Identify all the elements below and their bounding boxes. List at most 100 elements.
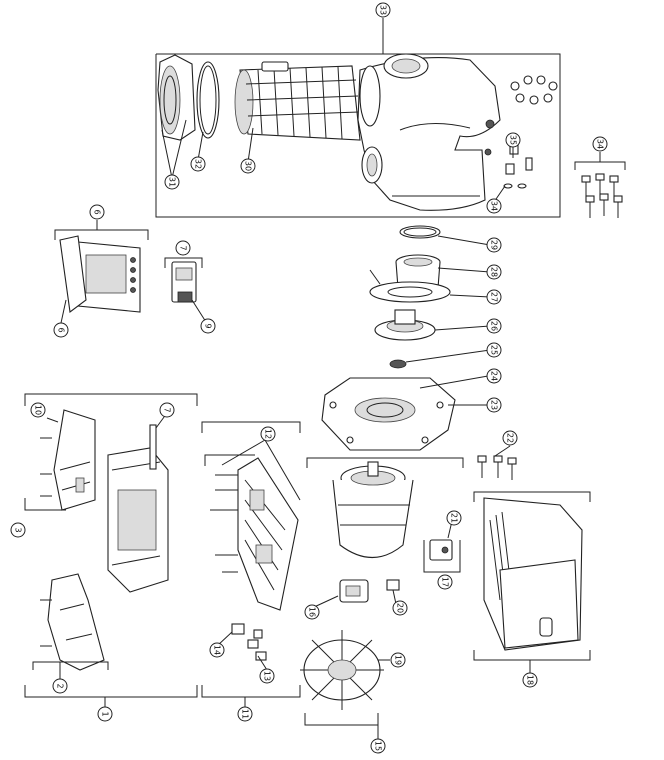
callout-25: 25 [486,342,502,358]
ribbon-cable-part [149,424,157,470]
callout-label: 7 [163,407,172,412]
callout-29: 29 [486,237,502,253]
callout-label: 1 [101,711,110,716]
callout-3: 3 [10,522,26,538]
callout-label: 22 [506,433,515,443]
callout-24: 24 [486,368,502,384]
callout-34-b: 34 [592,136,608,152]
fan-19-part [300,630,384,710]
callout-label: 32 [194,159,203,169]
drain-plugs-36-part [503,139,533,189]
callout-14: 14 [209,642,225,658]
callout-12: 12 [260,426,276,442]
callout-label: 3 [14,527,23,532]
callout-21: 21 [446,510,462,526]
callout-label: 20 [396,603,405,613]
callout-13: 13 [259,668,275,684]
callout-label: 29 [490,240,499,250]
callout-label: 14 [213,645,222,655]
drive-cover-plate-part [53,409,96,511]
callout-label: 24 [490,371,499,381]
callout-23: 23 [486,397,502,413]
callout-label: 17 [441,577,450,587]
callout-10: 10 [30,402,46,418]
callout-27: 27 [486,289,502,305]
callout-label: 12 [264,429,273,439]
connector-part [171,261,197,303]
callout-19: 19 [390,652,406,668]
callout-label: 10 [34,405,43,415]
callout-9: 9 [200,318,216,334]
strainer-basket-30-part [234,61,361,141]
group-33-bracket [155,18,561,218]
callout-33: 33 [375,2,391,18]
nuts-cluster-part [510,75,558,105]
seal-plate-23-part [321,377,456,451]
control-panel-part [59,235,141,313]
lower-cover-part [47,573,105,671]
group-6-bracket [164,257,203,268]
drive-housing-part [107,447,169,593]
callout-16: 16 [304,604,320,620]
plate-27-part [369,269,451,303]
callout-label: 21 [450,513,459,523]
callout-30: 30 [240,158,256,174]
group-17-bracket [423,540,461,573]
group-4-bracket [54,220,149,240]
callout-11: 11 [237,706,253,722]
bolts-22-part [477,455,517,480]
callout-label: 26 [490,321,499,331]
small-parts-13-14-part [231,623,267,661]
callout-label: 30 [244,161,253,171]
callout-label: 23 [490,400,499,410]
callout-label: 9 [204,323,213,328]
motor-cover-part [483,497,583,651]
callout-label: 13 [263,671,272,681]
o-ring-29-part [399,225,441,239]
screws-group-1-part [40,437,52,647]
callout-17: 17 [437,574,453,590]
callout-label: 7 [179,245,188,250]
callout-label: 2 [56,683,65,688]
module-17-part [429,539,453,561]
board-screws-part [210,474,238,573]
group-1-bracket [24,393,198,708]
capacitor-16-part [339,579,369,603]
callout-label: 33 [379,5,388,15]
circuit-board-part [237,457,299,611]
callout-31: 31 [164,174,180,190]
impeller-26-part [374,309,436,341]
callout-6: 7 [175,240,191,256]
group-34-bracket [574,152,626,170]
callout-18: 18 [522,672,538,688]
callout-5: 6 [53,322,69,338]
callout-label: 19 [394,655,403,665]
seal-25-part [389,359,407,369]
callout-label: 31 [168,177,177,187]
callout-4: 6 [89,204,105,220]
group-2-bracket [32,661,109,680]
callout-label: 6 [57,327,66,332]
o-ring-32-part [196,61,220,139]
callout-34-a: 34 [486,198,502,214]
pump-housing-part [357,53,501,211]
callout-1: 1 [97,706,113,722]
bolt-set-34-part [581,173,623,218]
callout-2: 2 [52,678,68,694]
group-15-bracket [304,457,464,740]
callout-22: 22 [502,430,518,446]
group-3-bracket [24,498,66,511]
callout-label: 6 [93,209,102,214]
callout-20: 20 [392,600,408,616]
callout-15: 15 [370,738,386,754]
callout-label: 18 [526,675,535,685]
callout-label: 27 [490,292,499,302]
strainer-cover-part [157,54,196,141]
callout-26: 26 [486,318,502,334]
callout-label: 11 [241,709,250,719]
callout-label: 25 [490,345,499,355]
motor-part [332,461,414,558]
callout-35: 35 [505,132,521,148]
